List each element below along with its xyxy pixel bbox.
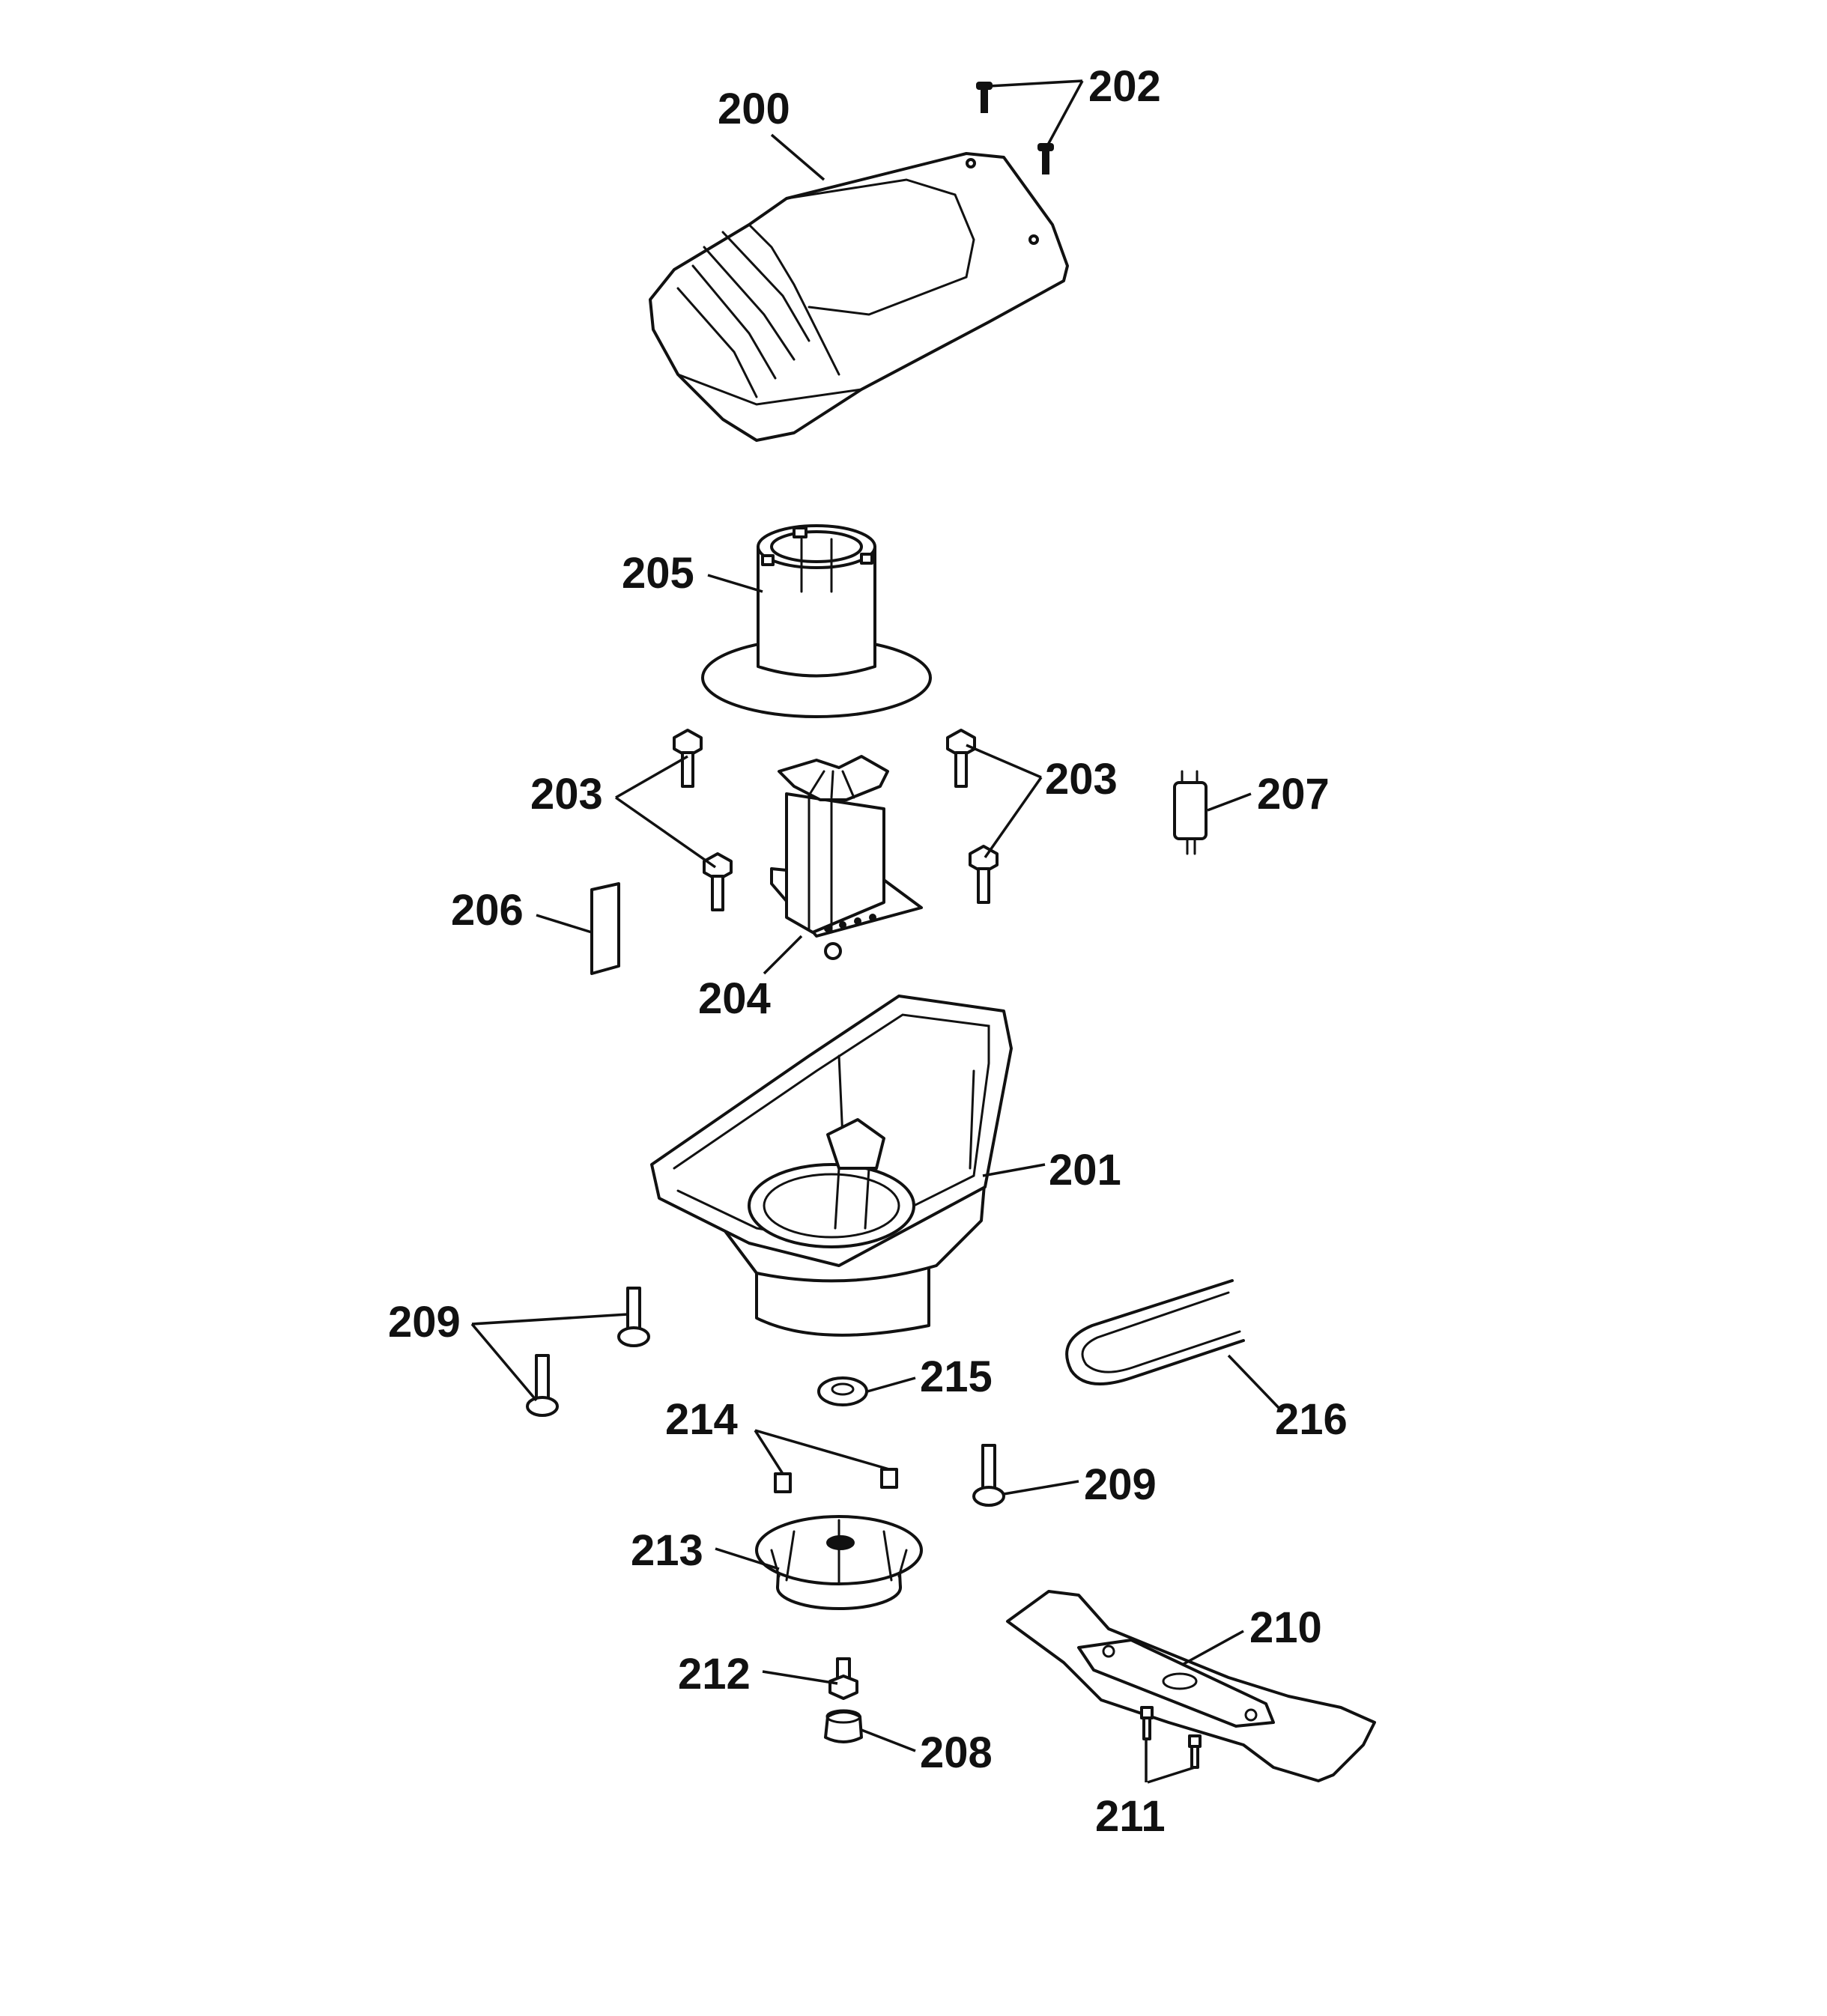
callout-208: 208 — [920, 1728, 993, 1777]
callout-210: 210 — [1249, 1603, 1322, 1652]
callout-209-right: 209 — [1084, 1460, 1157, 1509]
part-212-bolt — [828, 1657, 858, 1700]
callout-labels: 200 202 205 203 203 207 206 204 201 209 … — [388, 62, 1348, 1841]
callout-212: 212 — [678, 1650, 751, 1698]
part-200-motor-cover — [649, 152, 1069, 442]
callout-203-right: 203 — [1045, 755, 1118, 804]
callout-206: 206 — [451, 886, 524, 935]
part-208-cap — [824, 1709, 863, 1743]
part-205-fan-duct — [701, 524, 932, 718]
part-216-belt — [1065, 1279, 1245, 1385]
callout-214: 214 — [665, 1395, 738, 1444]
callout-213: 213 — [631, 1526, 703, 1575]
part-207-capacitor — [1173, 770, 1208, 855]
callout-215: 215 — [920, 1352, 993, 1401]
callout-204: 204 — [698, 974, 771, 1023]
callout-211: 211 — [1095, 1792, 1166, 1841]
callout-205: 205 — [622, 549, 694, 598]
part-210-blade — [1006, 1590, 1376, 1782]
part-206-plate — [590, 882, 620, 975]
callout-209-left: 209 — [388, 1298, 461, 1346]
callout-216: 216 — [1275, 1395, 1348, 1444]
callout-200: 200 — [718, 85, 790, 133]
callout-203-left: 203 — [530, 770, 603, 819]
part-214-clips — [774, 1468, 898, 1493]
part-213-impeller — [755, 1515, 923, 1610]
callout-201: 201 — [1049, 1146, 1121, 1194]
part-211-bolts — [1140, 1706, 1202, 1769]
leader-lines — [470, 79, 1284, 1784]
callout-207: 207 — [1257, 770, 1330, 819]
part-215-bearing — [817, 1376, 868, 1406]
part-209-screws — [526, 1287, 1005, 1507]
part-204-motor — [770, 755, 923, 960]
callout-202: 202 — [1088, 62, 1161, 111]
part-201-motor-housing — [650, 995, 1013, 1337]
